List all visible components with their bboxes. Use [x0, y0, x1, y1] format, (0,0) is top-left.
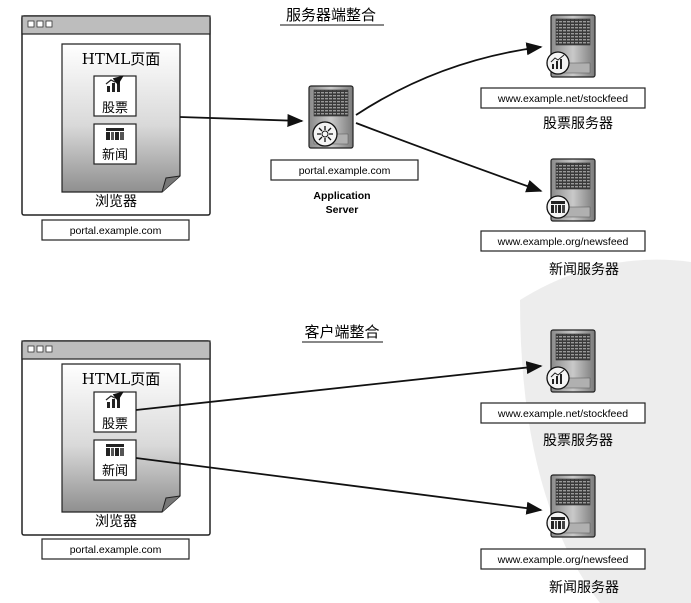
app-server-url: portal.example.com — [299, 165, 391, 177]
browser-window-client-side — [21, 340, 211, 536]
stock-server — [546, 14, 596, 78]
window-button-icon — [36, 20, 44, 28]
stock-server-url-box — [480, 402, 646, 424]
arrow-stock-widget-to-stock-server — [135, 361, 543, 411]
browser-label: 浏览器 — [95, 194, 137, 210]
stock-widget: 股票 — [93, 75, 137, 117]
section-title-client-side: 客户端整合 — [304, 323, 379, 341]
news-server — [546, 158, 596, 222]
news-server-url: www.example.org/newsfeed — [497, 236, 629, 248]
newspaper-icon — [106, 128, 124, 140]
newspaper-icon — [546, 195, 570, 219]
stock-server-url-box — [480, 87, 646, 109]
newspaper-icon — [546, 511, 570, 535]
html-page-title: HTML页面 — [82, 50, 160, 68]
window-button-icon — [36, 345, 44, 353]
stock-server — [546, 329, 596, 393]
window-button-icon — [27, 345, 35, 353]
news-server-url-box — [480, 548, 646, 570]
window-button-icon — [45, 345, 53, 353]
stock-server-url: www.example.net/stockfeed — [497, 93, 628, 105]
news-server-url: www.example.org/newsfeed — [497, 554, 629, 566]
news-widget: 新闻 — [93, 439, 137, 481]
browser-url: portal.example.com — [70, 544, 162, 556]
browser-url-box — [41, 219, 190, 241]
application-server — [308, 85, 354, 149]
news-widget-label: 新闻 — [102, 147, 128, 163]
arrow-app-server-to-stock — [355, 42, 543, 116]
section-title-server-side: 服务器端整合 — [286, 6, 376, 24]
html-page-title: HTML页面 — [82, 370, 160, 388]
news-widget: 新闻 — [93, 123, 137, 165]
browser-url-box — [41, 538, 190, 560]
stock-server-label: 股票服务器 — [543, 433, 613, 449]
browser-url: portal.example.com — [70, 225, 162, 237]
news-server — [546, 474, 596, 538]
newspaper-icon — [106, 444, 124, 456]
stock-widget: 股票 — [93, 391, 137, 433]
window-button-icon — [45, 20, 53, 28]
stock-widget-label: 股票 — [102, 417, 128, 432]
app-server-label-line1: Application — [313, 190, 370, 202]
stock-chart-icon — [105, 391, 124, 408]
window-button-icon — [27, 20, 35, 28]
app-server-url-box — [270, 159, 419, 181]
news-server-label: 新闻服务器 — [549, 262, 619, 278]
stock-widget-label: 股票 — [102, 101, 128, 116]
stock-chart-icon — [105, 75, 124, 92]
news-server-url-box — [480, 230, 646, 252]
stock-chart-icon — [546, 51, 570, 75]
arrow-browser-to-app-server — [179, 114, 304, 127]
browser-window-server-side — [21, 15, 211, 216]
news-widget-label: 新闻 — [102, 463, 128, 479]
arrow-app-server-to-news — [355, 122, 543, 193]
browser-label: 浏览器 — [95, 514, 137, 530]
news-server-label: 新闻服务器 — [549, 580, 619, 596]
stock-server-label: 股票服务器 — [543, 116, 613, 132]
stock-server-url: www.example.net/stockfeed — [497, 408, 628, 420]
gear-icon — [312, 121, 338, 147]
arrow-news-widget-to-news-server — [135, 457, 543, 515]
app-server-label-line2: Server — [326, 204, 359, 216]
stock-chart-icon — [546, 366, 570, 390]
